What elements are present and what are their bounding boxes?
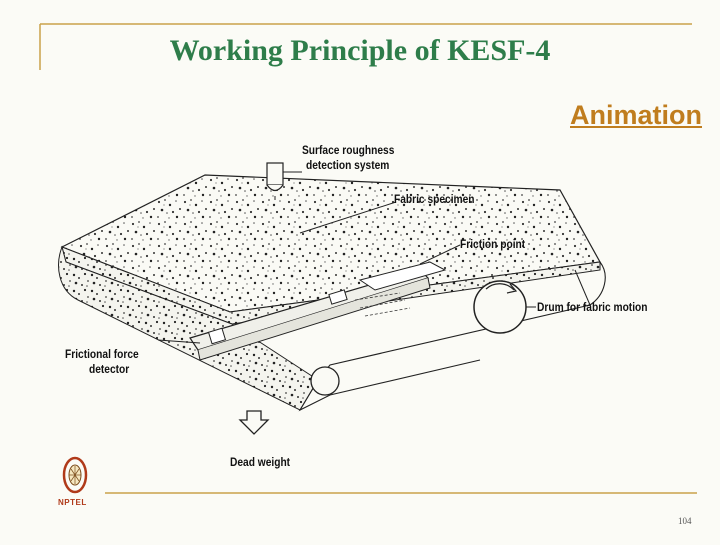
label-friction-point: Friction point [460,237,526,251]
logo-text: NPTEL [58,498,87,507]
label-frictional-force-2: detector [89,362,130,376]
dead-weight-arrow [238,410,270,435]
label-dead-weight: Dead weight [230,455,291,469]
animation-link[interactable]: Animation [570,100,702,130]
slide-title: Working Principle of KESF-4 [169,34,551,67]
fabric-left-fold [58,245,319,411]
label-frictional-force-1: Frictional force [65,347,139,361]
label-drum: Drum for fabric motion [537,300,648,314]
label-surface-roughness-1: Surface roughness [302,143,395,157]
page-number: 104 [678,516,692,526]
fabric-under-path [298,261,606,412]
label-surface-roughness-2: detection system [306,158,390,172]
small-roller [310,366,340,396]
label-fabric-specimen: Fabric specimen [394,192,475,206]
